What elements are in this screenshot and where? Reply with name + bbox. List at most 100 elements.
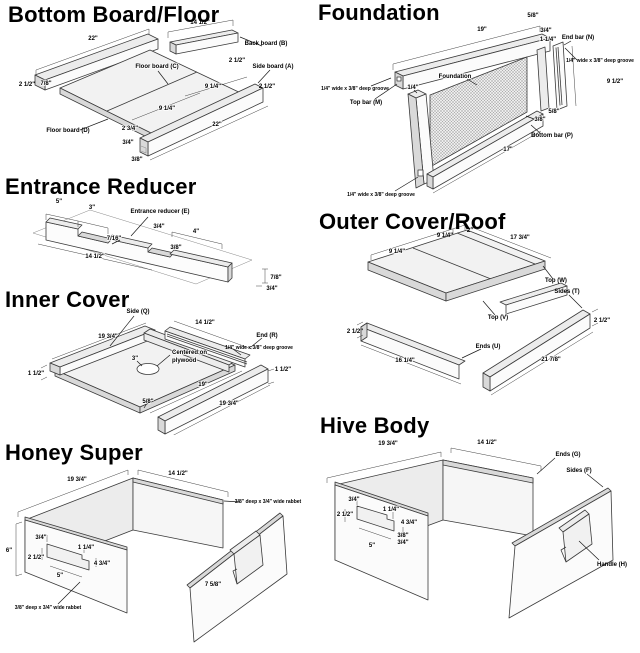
dim-label: 2 1/2" (594, 318, 610, 324)
dim-label: 9 1/2" (607, 79, 623, 85)
part-label: Floor board (C) (135, 64, 178, 70)
dim-label: 14 1/2" (195, 320, 215, 326)
dim-label: 14 1/2" (477, 440, 497, 446)
dim-label: 3/4" (266, 286, 277, 290)
dim-label: 4" (193, 229, 199, 235)
dim-label: 9 1/4" (205, 84, 221, 90)
dim-label: 2 1/2" (28, 555, 44, 561)
dim-label: 5" (369, 543, 375, 549)
section-title-bottom-board: Bottom Board/Floor (8, 2, 220, 27)
part-label: Handle (H) (597, 562, 627, 568)
rabbet-note: 3/8" deep x 3/4" wide rabbet (235, 499, 302, 505)
dim-label: 3/4" (540, 28, 551, 34)
dim-label: 9 1/4" (389, 249, 405, 255)
dim-label: 7/16" (107, 236, 122, 242)
part-label: Ends (U) (476, 344, 501, 350)
dim-label: 5/8" (142, 399, 153, 405)
dim-label: 2 1/2" (337, 512, 353, 518)
honey-super-diagram: 19 3/4" 14 1/2" 3/8" deep x 3/4" wide ra… (6, 469, 302, 643)
dim-label: 3" (132, 356, 138, 362)
dim-label: 7/8" (40, 81, 51, 87)
groove-note: 1/4" wide x 3/8" deep groove (566, 58, 634, 64)
section-entrance-reducer: Entrance Reducer (0, 170, 320, 290)
part-label: Entrance reducer (E) (130, 209, 189, 215)
part-label: Top (V) (488, 315, 508, 321)
dim-label: 21 7/8" (541, 357, 561, 363)
dim-label: 2 3/4" (122, 126, 138, 132)
dim-label: 3/8" (131, 157, 142, 163)
dim-label: 5/8" (548, 109, 559, 115)
dim-label: 14 1/2" (85, 254, 105, 260)
dim-label: 7/8" (270, 275, 281, 281)
section-title-foundation: Foundation (318, 0, 440, 25)
entrance-reducer-diagram: 5" 3" Entrance reducer (E) 3/4" 4" 7/16"… (32, 199, 282, 290)
dim-label: 17" (503, 147, 513, 153)
dim-label: 1 1/2" (28, 371, 44, 377)
dim-label: 5" (56, 199, 62, 205)
dim-label: 2 1/2" (347, 329, 363, 335)
dim-label: 9 1/4" (437, 233, 453, 239)
dim-label: 7 5/8" (205, 582, 221, 588)
foundation-diagram: 5/8" 19" 3/4" 1 1/4" End bar (N) 1/4" wi… (321, 13, 634, 198)
dim-label: 19 3/4" (67, 477, 87, 483)
dim-label: 3/4" (397, 540, 408, 546)
dim-label: 2 1/2" (259, 84, 275, 90)
part-label: Sides (T) (554, 289, 579, 295)
dim-label: 22" (212, 122, 222, 128)
part-label: Bottom bar (P) (531, 133, 573, 139)
bottom-board-diagram: 22" 14 1/2" Back board (B) 2 1/2" Side b… (19, 19, 294, 164)
dim-label: 17 3/4" (510, 235, 530, 241)
dim-label: 1 1/4" (540, 37, 556, 43)
dim-label: 4 3/4" (94, 561, 110, 567)
part-label: Foundation (439, 74, 472, 80)
dim-label: 16 1/4" (395, 358, 415, 364)
dim-label: 3/8" (170, 245, 181, 251)
part-label: Top (W) (545, 278, 567, 284)
part-label: Top bar (M) (350, 100, 382, 106)
part-label: Back board (B) (245, 41, 288, 47)
part-label: Floor board (D) (46, 128, 89, 134)
part-label: End bar (N) (562, 35, 594, 41)
part-label: End (R) (256, 333, 277, 339)
section-honey-super: Honey Super (0, 430, 320, 653)
section-inner-cover: Inner Cover (0, 285, 320, 435)
section-title-entrance-reducer: Entrance Reducer (5, 174, 197, 199)
hive-body-diagram: 19 3/4" 14 1/2" Ends (G) Sides (F) 3/4" … (326, 440, 627, 619)
note-label: plywood (172, 358, 197, 364)
dim-label: 22" (88, 36, 98, 42)
dim-label: 2 1/2" (229, 58, 245, 64)
groove-note: 1/4" wide x 3/8" deep groove (321, 86, 389, 92)
part-label: Side (Q) (126, 309, 149, 315)
dim-label: 6" (6, 548, 12, 554)
section-title-hive-body: Hive Body (320, 413, 430, 438)
dim-label: 1/4" (407, 85, 418, 91)
dim-label: 4 3/4" (401, 520, 417, 526)
dim-label: 2 1/2" (19, 82, 35, 88)
dim-label: 1 1/2" (275, 367, 291, 373)
dim-label: 3" (89, 205, 95, 211)
dim-label: 5/8" (527, 13, 538, 19)
section-bottom-board: Bottom Board/Floor (0, 0, 320, 172)
part-label: Sides (F) (566, 468, 591, 474)
note-label: Centered on (172, 350, 207, 356)
dim-label: 19" (477, 27, 487, 33)
dim-label: 3/4" (122, 140, 133, 146)
section-outer-cover: Outer Cover/Roof (315, 205, 640, 420)
dim-label: 19 3/4" (378, 441, 398, 447)
dim-label: 14 1/2" (190, 20, 210, 26)
part-label: Ends (G) (556, 452, 581, 458)
inner-cover-diagram: Side (Q) 14 1/2" End (R) 1/4" wide x 3/8… (28, 309, 293, 435)
dim-label: 19 3/4" (219, 401, 239, 407)
section-title-outer-cover: Outer Cover/Roof (319, 209, 506, 234)
dim-label: 3/4" (35, 535, 46, 541)
section-title-honey-super: Honey Super (5, 440, 143, 465)
dim-label: 3/4" (348, 497, 359, 503)
dim-label: 3/4" (153, 224, 164, 230)
dim-label: 19 3/4" (98, 334, 118, 340)
dim-label: 19" (198, 382, 208, 388)
dim-label: 2" (467, 228, 473, 234)
dim-label: 5" (57, 573, 63, 579)
dim-label: 1 1/4" (78, 545, 94, 551)
groove-note: 1/4" wide x 3/8" deep groove (347, 192, 415, 198)
